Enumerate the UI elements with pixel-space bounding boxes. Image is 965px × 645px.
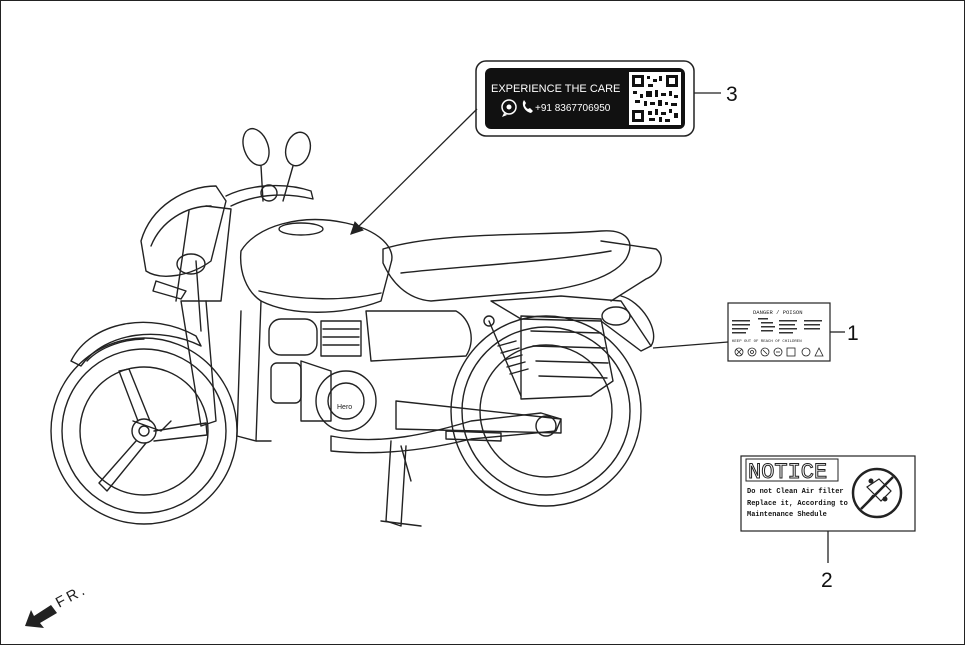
mirrors-handlebar: [225, 127, 314, 207]
label-3-heading: EXPERIENCE THE CARE: [491, 83, 620, 95]
label-3-phone: +91 8367706950: [535, 103, 611, 114]
qr-code: [629, 72, 681, 125]
label-2-title: NOTICE: [748, 460, 827, 485]
swingarm: [395, 400, 562, 434]
saree-guard: [520, 315, 614, 400]
no-cleaning-icon: [851, 467, 903, 519]
label-2-line-3: Maintenance Shedule: [747, 511, 827, 519]
fuel-tank: [239, 218, 393, 313]
headlight-fairing: [140, 185, 227, 300]
callout-3: 3: [726, 83, 738, 106]
label-1-fine-print: [732, 318, 822, 334]
label-1-warning: KEEP OUT OF REACH OF CHILDREN: [732, 340, 802, 344]
callout-1: 1: [847, 322, 859, 345]
front-direction-indicator: FR.: [25, 581, 90, 628]
whatsapp-icon: [501, 99, 517, 117]
label-1-danger-poison: DANGER / POISON KEEP OUT OF REACH OF CHI…: [727, 302, 831, 362]
label-2-notice: NOTICE Do not Clean Air filter Replace i…: [740, 455, 916, 532]
brand-badge: Hero: [337, 404, 352, 411]
tail-section: [490, 240, 662, 352]
callout-2: 2: [821, 569, 833, 592]
center-stand: [380, 440, 422, 527]
front-direction-label: FR.: [53, 581, 90, 612]
phone-icon: [522, 100, 533, 113]
leader-lines: [350, 92, 845, 563]
front-wheel: [50, 337, 238, 525]
label-2-line-2: Replace it, According to: [747, 500, 848, 508]
label-1-heading: DANGER / POISON: [753, 309, 803, 316]
seat: [382, 230, 631, 302]
motorcycle-illustration: [50, 127, 662, 527]
label-2-line-1: Do not Clean Air filter: [747, 488, 844, 496]
label-1-hazard-icons: [734, 347, 824, 357]
front-fender: [70, 321, 202, 367]
rear-wheel: [450, 315, 642, 507]
footrest: [445, 430, 502, 442]
front-direction-arrow-icon: [25, 605, 57, 628]
engine-block: [236, 300, 472, 442]
label-3-experience-the-care: EXPERIENCE THE CARE +91 8367706950: [475, 60, 695, 137]
